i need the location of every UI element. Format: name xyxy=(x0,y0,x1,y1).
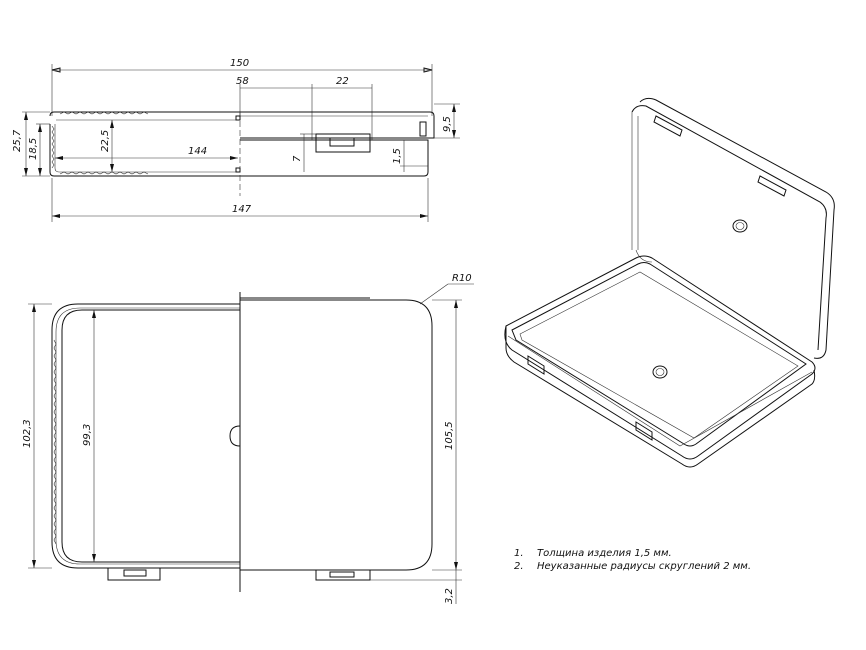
note-1-text: Толщина изделия 1,5 мм. xyxy=(537,548,672,559)
dim-150: 150 xyxy=(230,58,249,69)
dim-25-7: 25,7 xyxy=(12,129,23,152)
plan-view: R10 102,3 99,3 105,5 3,2 xyxy=(22,273,474,604)
dim-7: 7 xyxy=(292,155,303,162)
dim-147: 147 xyxy=(232,204,252,215)
notes: 1. Толщина изделия 1,5 мм. 2. Неуказанны… xyxy=(514,548,751,572)
isometric-view xyxy=(504,97,835,468)
dim-9-5: 9,5 xyxy=(442,116,453,132)
dim-1-5: 1,5 xyxy=(392,148,403,164)
side-section-view: 150 58 22 25,7 xyxy=(12,58,460,222)
dim-105-5: 105,5 xyxy=(444,421,455,450)
note-2-text: Неуказанные радиусы скруглений 2 мм. xyxy=(537,561,751,572)
dim-3-2: 3,2 xyxy=(444,588,455,604)
dim-22-5: 22,5 xyxy=(100,130,111,152)
dim-18-5: 18,5 xyxy=(28,138,39,160)
note-1-number: 1. xyxy=(514,548,524,559)
dim-58: 58 xyxy=(236,76,249,87)
dim-102-3: 102,3 xyxy=(22,419,33,448)
dim-r10: R10 xyxy=(452,273,472,284)
dim-22: 22 xyxy=(336,76,349,87)
dim-144: 144 xyxy=(188,146,207,157)
dim-99-3: 99,3 xyxy=(82,424,93,446)
note-2-number: 2. xyxy=(514,561,524,572)
